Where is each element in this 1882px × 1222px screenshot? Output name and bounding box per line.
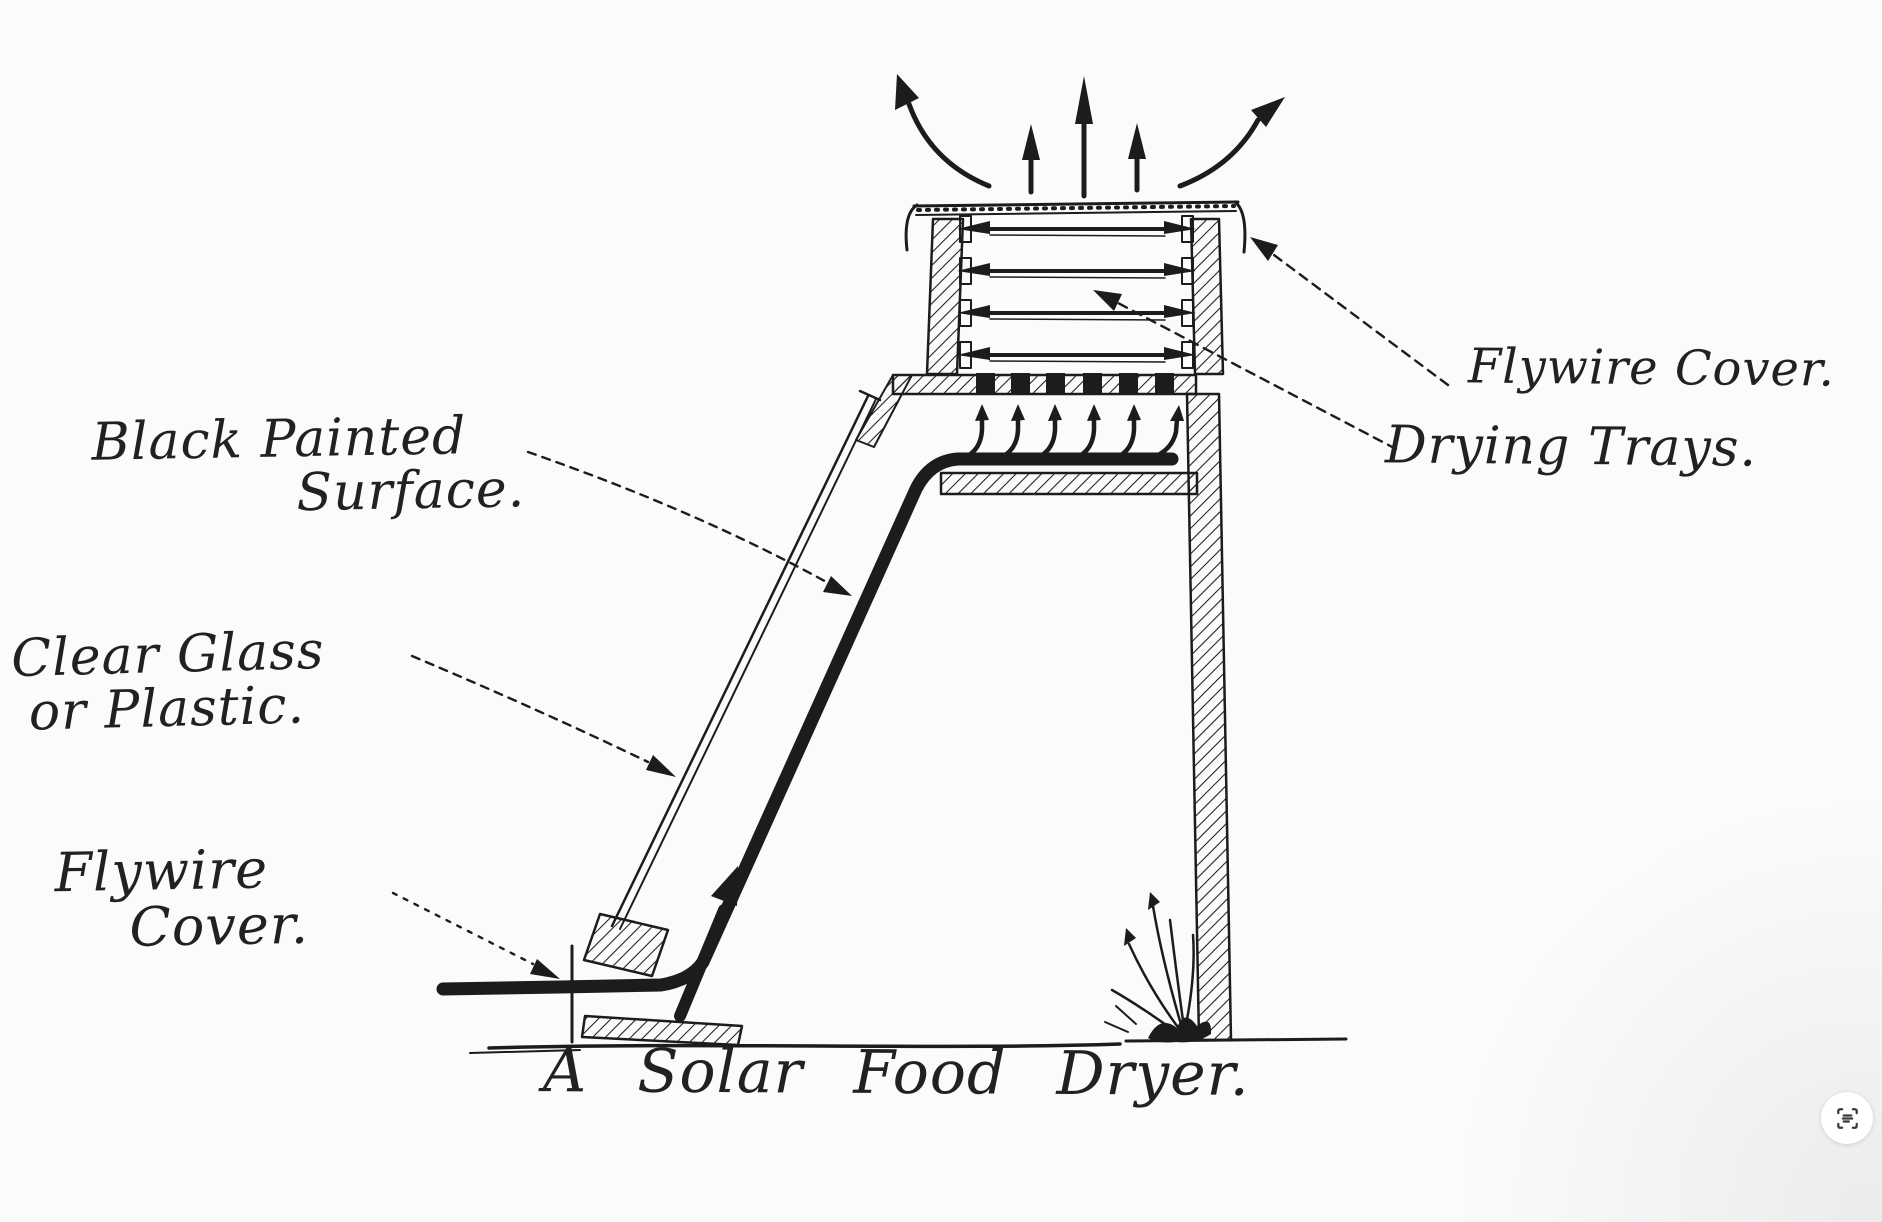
- pointer-black-painted-surface: [526, 450, 852, 596]
- exhaust-air-arrows: [895, 74, 1285, 199]
- label-black-painted-surface: Black Painted Surface.: [91, 406, 526, 524]
- label-line: Cover.: [128, 892, 310, 960]
- chamber-floor-flywire: [855, 373, 1198, 448]
- channel-airflow-arrow: [674, 866, 738, 1022]
- chamber-left-wall: [925, 217, 965, 376]
- label-line: Flywire: [53, 837, 269, 905]
- label-line: or Plastic.: [27, 675, 306, 743]
- drying-chamber: [855, 200, 1247, 448]
- black-absorber-plate: [436, 452, 1179, 996]
- pointer-flywire-top: [1250, 237, 1450, 387]
- label-flywire-cover-inlet: Flywire Cover.: [53, 837, 310, 960]
- glass-end-cap: [582, 912, 670, 978]
- label-drying-trays: Drying Trays.: [1384, 415, 1758, 479]
- flywire-lid: [904, 200, 1247, 254]
- hot-air-duct: [939, 404, 1199, 496]
- collector-top-joint: [855, 374, 913, 448]
- tray: [957, 341, 1196, 369]
- pointer-drying-trays: [1093, 290, 1398, 451]
- pointer-flywire-inlet: [391, 891, 560, 979]
- tray: [957, 299, 1196, 327]
- pointer-clear-glass: [410, 654, 676, 777]
- tray: [957, 215, 1196, 243]
- label-clear-glass-or-plastic: Clear Glass or Plastic.: [11, 621, 327, 743]
- scan-text-button[interactable]: [1821, 1092, 1873, 1144]
- label-pointer-arrows: [391, 237, 1450, 979]
- label-flywire-cover-top: Flywire Cover.: [1467, 338, 1836, 398]
- label-line: Surface.: [295, 459, 526, 524]
- ground-line: [469, 1037, 1348, 1054]
- tray: [957, 257, 1196, 285]
- solar-collector: [436, 389, 1199, 1047]
- drying-trays: [957, 215, 1196, 369]
- diagram-title: A Solar Food Dryer.: [542, 1036, 1250, 1110]
- glass-cover: [582, 389, 882, 978]
- scan-text-icon: [1836, 1107, 1858, 1129]
- grass-tuft: [1104, 892, 1212, 1043]
- duct-airflow-arrows: [963, 404, 1184, 461]
